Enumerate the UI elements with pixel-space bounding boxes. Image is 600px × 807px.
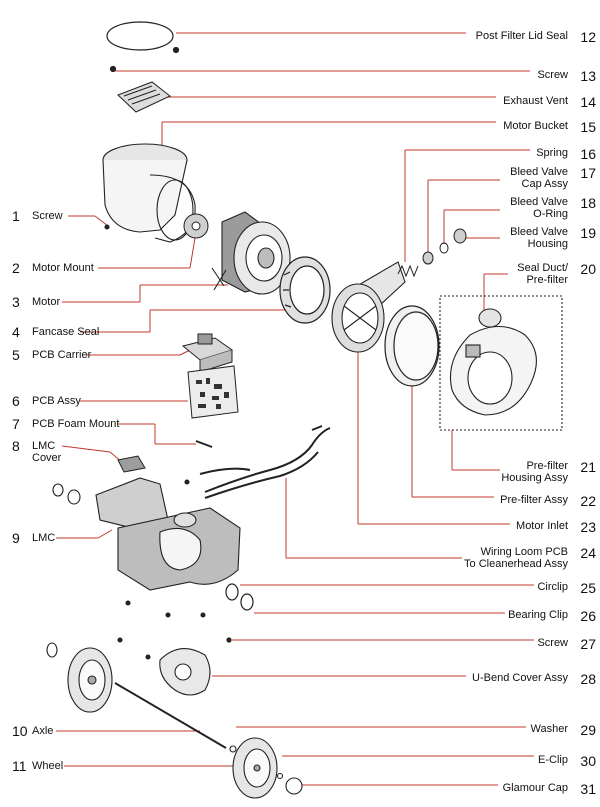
- part-label-7: PCB Foam Mount: [32, 418, 120, 430]
- part-number-30: 30: [580, 753, 596, 769]
- part-number-6: 6: [12, 393, 20, 409]
- part-number-23: 23: [580, 519, 596, 535]
- part-label-24: Wiring Loom PCB To Cleanerhead Assy: [464, 546, 568, 570]
- part-number-12: 12: [580, 29, 596, 45]
- lmc-drawing: [52, 477, 241, 618]
- part-number-31: 31: [580, 781, 596, 797]
- part-label-15: Motor Bucket: [503, 120, 568, 132]
- part-number-9: 9: [12, 530, 20, 546]
- part-label-28: U-Bend Cover Assy: [472, 672, 568, 684]
- part-number-18: 18: [580, 195, 596, 211]
- part-number-4: 4: [12, 324, 20, 340]
- motor-inlet-drawing: [331, 261, 406, 353]
- axle-drawing: [114, 682, 227, 749]
- part-label-30: E-Clip: [538, 754, 568, 766]
- post-filter-lid-seal-drawing: [106, 21, 180, 73]
- part-label-23: Motor Inlet: [516, 520, 568, 532]
- part-label-10: Axle: [32, 725, 54, 737]
- part-number-10: 10: [12, 723, 28, 739]
- part-label-13: Screw: [537, 69, 568, 81]
- part-label-14: Exhaust Vent: [503, 95, 568, 107]
- wheel-right-drawing: [229, 737, 303, 799]
- u-bend-cover-drawing: [117, 637, 211, 696]
- pre-filter-housing-drawing: [439, 295, 563, 431]
- part-number-13: 13: [580, 68, 596, 84]
- pcb-carrier-drawing: [181, 333, 234, 373]
- leader-line-8: [61, 445, 111, 453]
- part-label-26: Bearing Clip: [508, 609, 568, 621]
- leader-line-1-b: [94, 215, 109, 227]
- part-number-21: 21: [580, 459, 596, 475]
- part-number-29: 29: [580, 722, 596, 738]
- motor-drawing: [211, 211, 291, 295]
- fancase-seal-drawing: [279, 256, 331, 324]
- part-number-8: 8: [12, 438, 20, 454]
- part-label-25: Circlip: [537, 581, 568, 593]
- part-label-17: Bleed Valve Cap Assy: [510, 166, 568, 190]
- part-label-11: Wheel: [32, 760, 64, 772]
- bleed-valve-drawing: [422, 228, 467, 265]
- part-label-6: PCB Assy: [32, 395, 81, 407]
- part-number-14: 14: [580, 94, 596, 110]
- part-number-19: 19: [580, 225, 596, 241]
- pcb-foam-mount-drawing: [195, 440, 213, 448]
- part-number-2: 2: [12, 260, 20, 276]
- part-number-11: 11: [12, 758, 27, 774]
- part-label-16: Spring: [536, 147, 568, 159]
- part-number-1: 1: [12, 208, 20, 224]
- part-number-3: 3: [12, 294, 20, 310]
- part-number-7: 7: [12, 416, 20, 432]
- part-label-18: Bleed Valve O-Ring: [510, 196, 568, 220]
- part-number-27: 27: [580, 636, 596, 652]
- lmc-cover-drawing: [117, 455, 146, 473]
- part-number-17: 17: [580, 165, 596, 181]
- part-number-16: 16: [580, 146, 596, 162]
- part-number-24: 24: [580, 545, 596, 561]
- part-label-5: PCB Carrier: [32, 349, 92, 361]
- part-number-28: 28: [580, 671, 596, 687]
- leader-lines: [56, 32, 534, 786]
- part-label-3: Motor: [32, 296, 61, 308]
- part-number-22: 22: [580, 493, 596, 509]
- part-label-4: Fancase Seal: [32, 326, 100, 338]
- pcb-assy-drawing: [187, 365, 239, 419]
- part-label-8: LMC Cover: [32, 440, 62, 464]
- exhaust-vent-drawing: [117, 81, 171, 113]
- motor-mount-drawing: [183, 213, 209, 239]
- wiring-loom-drawing: [199, 425, 331, 499]
- part-label-19: Bleed Valve Housing: [510, 226, 568, 250]
- part-label-12: Post Filter Lid Seal: [475, 30, 568, 42]
- part-number-5: 5: [12, 347, 20, 363]
- part-number-26: 26: [580, 608, 596, 624]
- part-label-2: Motor Mount: [32, 262, 94, 274]
- spring-drawing: [397, 264, 419, 278]
- part-label-31: Glamour Cap: [502, 782, 568, 794]
- part-label-20: Seal Duct/ Pre-filter: [517, 262, 568, 286]
- part-label-27: Screw: [537, 637, 568, 649]
- circlip-bearing-clip-drawing: [225, 583, 254, 643]
- part-label-29: Washer: [530, 723, 569, 735]
- part-label-22: Pre-filter Assy: [500, 494, 568, 506]
- motor-bucket-drawing: [102, 143, 196, 243]
- part-label-21: Pre-filter Housing Assy: [501, 460, 568, 484]
- wheel-left-drawing: [46, 642, 113, 713]
- part-number-20: 20: [580, 261, 596, 277]
- part-label-1: Screw: [32, 210, 63, 222]
- pre-filter-drawing: [384, 305, 440, 387]
- part-label-9: LMC: [32, 532, 56, 544]
- part-number-15: 15: [580, 119, 596, 135]
- leader-line-9-b: [97, 529, 113, 539]
- part-number-25: 25: [580, 580, 596, 596]
